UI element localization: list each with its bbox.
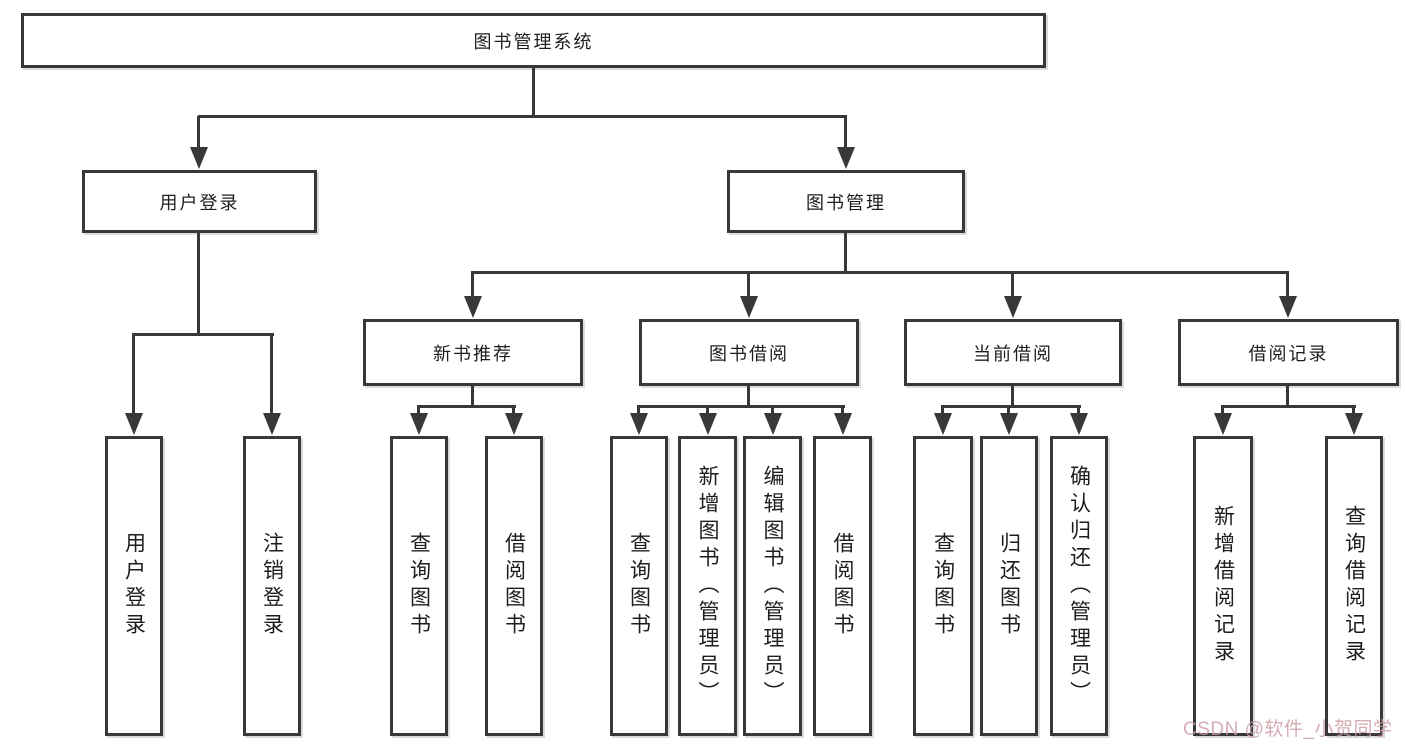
connector-line xyxy=(747,385,750,408)
connector-line xyxy=(844,233,847,274)
leaf-query-book-borrow: 查询图书 xyxy=(610,436,668,736)
connector-line xyxy=(417,405,516,408)
connector-line xyxy=(637,405,845,408)
connector-line xyxy=(417,406,420,416)
arrow-down-icon xyxy=(464,296,482,318)
leaf-borrow-book-label: 借阅图书 xyxy=(831,532,854,640)
leaf-edit-book-admin: 编辑图书（管理员） xyxy=(743,436,802,736)
connector-line xyxy=(532,68,535,118)
leaf-query-borrow-record-label: 查询借阅记录 xyxy=(1342,505,1366,667)
arrow-down-icon xyxy=(263,413,281,435)
connector-line xyxy=(771,406,774,416)
connector-line xyxy=(270,334,273,416)
arrow-down-icon xyxy=(1070,413,1088,435)
leaf-add-book-admin: 新增图书（管理员） xyxy=(678,436,737,736)
arrow-down-icon xyxy=(630,413,648,435)
connector-line xyxy=(844,116,847,152)
node-new-book-recommend: 新书推荐 xyxy=(363,319,583,386)
connector-line xyxy=(1011,385,1014,408)
node-book-management: 图书管理 xyxy=(727,170,965,233)
connector-line xyxy=(132,334,135,416)
arrow-down-icon xyxy=(125,413,143,435)
leaf-user-login-label: 用户登录 xyxy=(122,532,146,640)
connector-line xyxy=(1221,406,1224,416)
arrow-down-icon xyxy=(1004,296,1022,318)
leaf-query-book-borrow-label: 查询图书 xyxy=(627,532,651,640)
connector-line xyxy=(637,406,640,416)
arrow-down-icon xyxy=(1345,413,1363,435)
leaf-add-borrow-record: 新增借阅记录 xyxy=(1193,436,1253,736)
arrow-down-icon xyxy=(740,296,758,318)
connector-line xyxy=(706,406,709,416)
connector-line xyxy=(941,406,944,416)
leaf-query-book-current: 查询图书 xyxy=(913,436,973,736)
node-user-login: 用户登录 xyxy=(82,170,317,233)
leaf-confirm-return-admin: 确认归还（管理员） xyxy=(1050,436,1108,736)
leaf-return-book: 归还图书 xyxy=(980,436,1038,736)
leaf-logout: 注销登录 xyxy=(243,436,301,736)
arrow-down-icon xyxy=(505,413,523,435)
leaf-borrow-book-recommend: 借阅图书 xyxy=(485,436,543,736)
arrow-down-icon xyxy=(764,413,782,435)
connector-line xyxy=(132,333,274,336)
node-user-login-label: 用户登录 xyxy=(159,192,240,213)
leaf-user-login: 用户登录 xyxy=(105,436,163,736)
connector-line xyxy=(1352,406,1355,416)
connector-line xyxy=(841,406,844,416)
node-root-label: 图书管理系统 xyxy=(473,31,594,52)
connector-line xyxy=(512,406,515,416)
leaf-query-book-current-label: 查询图书 xyxy=(931,532,955,640)
connector-line xyxy=(471,385,474,408)
connector-line xyxy=(1007,406,1010,416)
watermark: CSDN @软件_小贺同学 xyxy=(1183,719,1393,740)
connector-line xyxy=(1286,272,1289,299)
node-root: 图书管理系统 xyxy=(21,13,1046,68)
node-new-book-recommend-label: 新书推荐 xyxy=(433,343,513,364)
node-book-management-label: 图书管理 xyxy=(806,192,886,213)
node-current-borrow: 当前借阅 xyxy=(904,319,1122,386)
node-book-borrow-label: 图书借阅 xyxy=(709,343,789,364)
connector-line xyxy=(1011,272,1014,299)
leaf-borrow-book: 借阅图书 xyxy=(813,436,872,736)
leaf-return-book-label: 归还图书 xyxy=(997,532,1021,640)
connector-line xyxy=(471,272,474,299)
leaf-edit-book-admin-label: 编辑图书（管理员） xyxy=(761,464,784,708)
connector-line xyxy=(941,405,1081,408)
arrow-down-icon xyxy=(190,147,208,169)
arrow-down-icon xyxy=(410,413,428,435)
leaf-borrow-book-recommend-label: 借阅图书 xyxy=(502,532,526,640)
connector-line xyxy=(1286,385,1289,408)
arrow-down-icon xyxy=(1279,296,1297,318)
connector-line xyxy=(471,271,1289,274)
node-current-borrow-label: 当前借阅 xyxy=(973,343,1053,364)
node-borrow-record-label: 借阅记录 xyxy=(1248,343,1329,364)
leaf-logout-label: 注销登录 xyxy=(260,532,284,640)
arrow-down-icon xyxy=(1214,413,1232,435)
connector-line xyxy=(197,116,200,152)
leaf-query-book-recommend-label: 查询图书 xyxy=(407,532,431,640)
node-book-borrow: 图书借阅 xyxy=(639,319,859,386)
connector-line xyxy=(1221,405,1356,408)
connector-line xyxy=(198,115,847,118)
leaf-query-borrow-record: 查询借阅记录 xyxy=(1325,436,1383,736)
arrow-down-icon xyxy=(934,413,952,435)
connector-line xyxy=(197,233,200,336)
connector-line xyxy=(747,272,750,299)
leaf-add-borrow-record-label: 新增借阅记录 xyxy=(1211,505,1235,667)
connector-line xyxy=(1077,406,1080,416)
arrow-down-icon xyxy=(699,413,717,435)
arrow-down-icon xyxy=(837,147,855,169)
arrow-down-icon xyxy=(1000,413,1018,435)
leaf-confirm-return-admin-label: 确认归还（管理员） xyxy=(1067,464,1091,708)
leaf-query-book-recommend: 查询图书 xyxy=(390,436,448,736)
arrow-down-icon xyxy=(834,413,852,435)
node-borrow-record: 借阅记录 xyxy=(1178,319,1399,386)
leaf-add-book-admin-label: 新增图书（管理员） xyxy=(696,464,719,708)
